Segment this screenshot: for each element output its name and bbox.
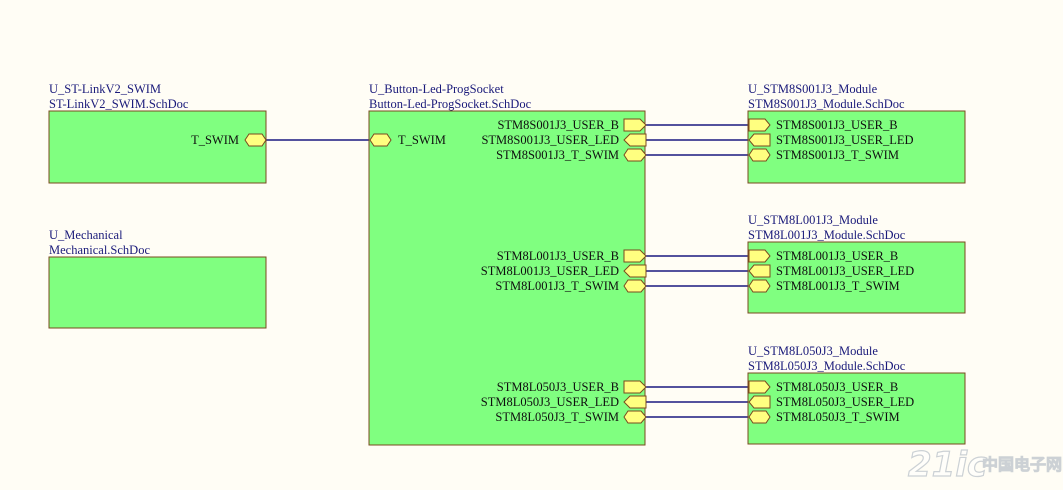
port-label: STM8L001J3_USER_B <box>776 249 898 263</box>
sheet-designator: U_Button-Led-ProgSocket <box>369 82 504 96</box>
sheet-symbol[interactable] <box>747 372 966 445</box>
sheet-filename: STM8L001J3_Module.SchDoc <box>748 228 906 242</box>
port-input[interactable] <box>623 133 647 147</box>
sheet-filename: Mechanical.SchDoc <box>49 243 150 257</box>
port-input[interactable] <box>623 264 647 278</box>
port-label: STM8S001J3_T_SWIM <box>496 148 619 162</box>
sheet-designator: U_ST-LinkV2_SWIM <box>49 82 161 96</box>
port-label: STM8S001J3_USER_B <box>497 118 619 132</box>
sheet-stm8l001[interactable]: U_STM8L001J3_Module STM8L001J3_Module.Sc… <box>747 213 966 314</box>
port-label: STM8L050J3_USER_B <box>776 380 898 394</box>
port-label: T_SWIM <box>398 133 446 147</box>
sheet-designator: U_STM8L050J3_Module <box>748 344 878 358</box>
port-input[interactable] <box>748 380 771 394</box>
sheet-filename: STM8L050J3_Module.SchDoc <box>748 359 906 373</box>
port-label: STM8L050J3_T_SWIM <box>776 410 900 424</box>
port-bidir[interactable] <box>623 279 647 293</box>
port-output[interactable] <box>748 133 771 147</box>
sheet-designator: U_Mechanical <box>49 228 123 242</box>
port-input[interactable] <box>623 395 647 409</box>
port-label: STM8L001J3_T_SWIM <box>495 279 619 293</box>
port-label: STM8S001J3_T_SWIM <box>776 148 899 162</box>
port-label: STM8L050J3_T_SWIM <box>495 410 619 424</box>
sheet-button[interactable]: U_Button-Led-ProgSocket Button-Led-ProgS… <box>368 82 647 446</box>
port-label: STM8L001J3_USER_LED <box>481 264 619 278</box>
port-label: STM8S001J3_USER_B <box>776 118 898 132</box>
sheet-mechanical[interactable]: U_Mechanical Mechanical.SchDoc <box>48 228 267 329</box>
sheet-filename: STM8S001J3_Module.SchDoc <box>748 97 905 111</box>
port-input[interactable] <box>748 118 771 132</box>
port-label: STM8L050J3_USER_LED <box>481 395 619 409</box>
port-label: STM8L050J3_USER_LED <box>776 395 914 409</box>
sheet-symbol[interactable] <box>747 110 966 184</box>
sheet-stm8l050[interactable]: U_STM8L050J3_Module STM8L050J3_Module.Sc… <box>747 344 966 445</box>
port-bidir[interactable] <box>748 410 771 424</box>
sheet-filename: ST-LinkV2_SWIM.SchDoc <box>49 97 189 111</box>
sheet-designator: U_STM8S001J3_Module <box>748 82 878 96</box>
port-bidir[interactable] <box>369 133 392 147</box>
port-output[interactable] <box>623 118 647 132</box>
sheet-symbol[interactable] <box>48 256 267 329</box>
watermark-logo: 21ic <box>908 445 987 485</box>
sheet-filename: Button-Led-ProgSocket.SchDoc <box>369 97 532 111</box>
sheet-symbol[interactable] <box>747 241 966 314</box>
port-label: STM8L001J3_T_SWIM <box>776 279 900 293</box>
wires <box>266 124 749 418</box>
port-output[interactable] <box>748 264 771 278</box>
port-label: STM8L001J3_USER_B <box>497 249 619 263</box>
port-output[interactable] <box>748 395 771 409</box>
watermark-text: 中国电子网 <box>982 455 1062 474</box>
port-bidir[interactable] <box>244 133 267 147</box>
port-label: T_SWIM <box>191 133 239 147</box>
sheet-symbol[interactable] <box>368 110 646 446</box>
port-label: STM8S001J3_USER_LED <box>776 133 914 147</box>
port-bidir[interactable] <box>623 410 647 424</box>
port-bidir[interactable] <box>623 148 647 162</box>
sheet-symbol[interactable] <box>48 110 267 184</box>
sheet-stm8s001[interactable]: U_STM8S001J3_Module STM8S001J3_Module.Sc… <box>747 82 966 184</box>
port-output[interactable] <box>623 380 647 394</box>
port-output[interactable] <box>623 249 647 263</box>
port-input[interactable] <box>748 249 771 263</box>
port-label: STM8S001J3_USER_LED <box>481 133 619 147</box>
port-label: STM8L001J3_USER_LED <box>776 264 914 278</box>
port-bidir[interactable] <box>748 279 771 293</box>
watermark-21ic: 21ic 中国电子网 <box>907 444 1062 485</box>
sheet-designator: U_STM8L001J3_Module <box>748 213 878 227</box>
sheet-stlink[interactable]: U_ST-LinkV2_SWIM ST-LinkV2_SWIM.SchDoc T… <box>48 82 267 184</box>
port-bidir[interactable] <box>748 148 771 162</box>
port-label: STM8L050J3_USER_B <box>497 380 619 394</box>
